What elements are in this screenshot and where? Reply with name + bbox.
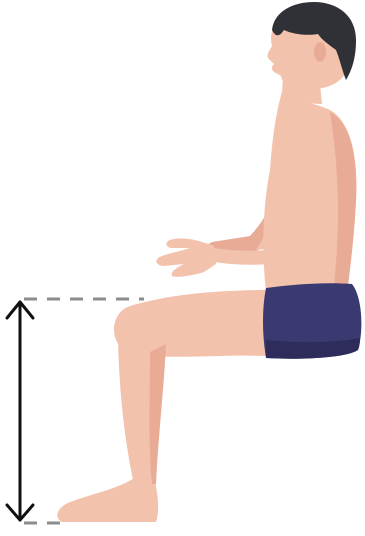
foot <box>57 478 158 522</box>
hand <box>156 238 216 276</box>
shin-shadow <box>150 344 167 484</box>
measurement-arrow-icon <box>7 302 33 520</box>
ear <box>314 42 326 62</box>
